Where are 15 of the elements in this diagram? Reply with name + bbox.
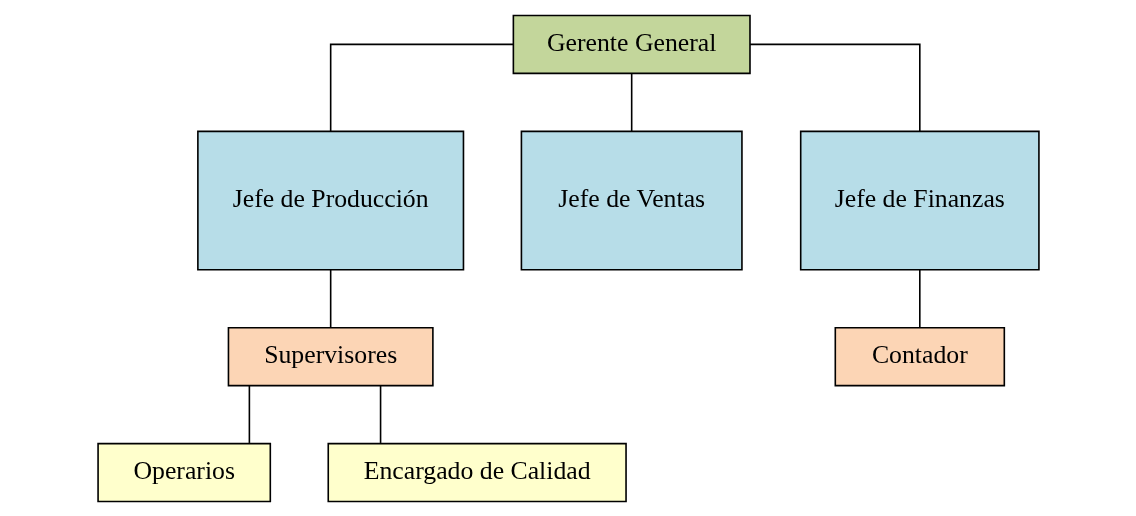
node-box: Contador: [834, 326, 1005, 386]
node-box: Encargado de Calidad: [326, 442, 627, 502]
node-box: Operarios: [96, 442, 271, 502]
node-box: Jefe de Ventas: [520, 130, 743, 271]
connector: [630, 72, 632, 132]
node-box: Gerente General: [512, 14, 751, 74]
connector: [379, 384, 381, 444]
connector: [329, 268, 331, 328]
connector: [329, 43, 514, 132]
connector: [918, 268, 921, 328]
connector: [248, 384, 250, 444]
node-box: Supervisores: [227, 326, 434, 386]
node-box: Jefe de Finanzas: [799, 130, 1040, 271]
node-box: Jefe de Producción: [196, 130, 464, 271]
connector: [748, 43, 921, 132]
